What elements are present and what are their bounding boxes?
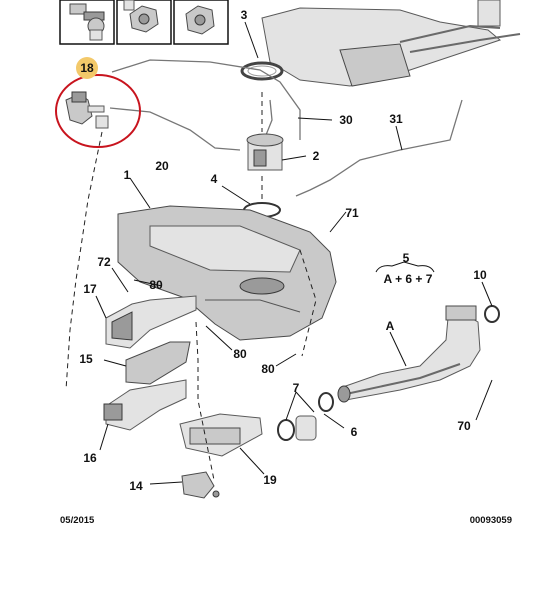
callout-71: 71 [345, 206, 359, 220]
lock-ring-3 [240, 61, 284, 81]
callout-15: 15 [79, 352, 93, 366]
footer-date: 05/2015 [60, 515, 95, 526]
callout-4: 4 [211, 172, 218, 186]
callout-30: 30 [339, 113, 353, 127]
cover-15 [125, 341, 191, 385]
callout-31: 31 [389, 112, 403, 126]
callout-2: 2 [313, 149, 320, 163]
dash-line-left [65, 131, 103, 391]
tank-upper-assembly [261, 0, 521, 87]
callout-5-formula: A + 6 + 7 [384, 272, 433, 286]
callout-70: 70 [457, 419, 471, 433]
callout-19: 19 [263, 473, 277, 487]
callout-6: 6 [351, 425, 358, 439]
callout-80-b: 80 [233, 347, 247, 361]
highlight-circle [55, 74, 141, 148]
callout-80-c: 80 [261, 362, 275, 376]
heat-shield-17 [105, 295, 197, 349]
callout-20: 20 [155, 159, 169, 173]
pipe-31 [295, 99, 463, 197]
clamps-6-7 [277, 392, 334, 441]
badge-18 [76, 57, 98, 79]
dash-line-right [299, 249, 317, 357]
callout-1: 1 [124, 168, 131, 182]
footer-reference: 00093059 [470, 515, 512, 526]
callout-3: 3 [241, 8, 248, 22]
fastener-inset [59, 0, 229, 45]
bracket-14 [181, 471, 220, 499]
callout-10: 10 [473, 268, 487, 282]
callout-14: 14 [129, 479, 143, 493]
dash-line-lower [195, 321, 215, 481]
fuel-pump-module-2 [246, 133, 284, 171]
fuel-line-20-lower [109, 107, 241, 151]
guard-16 [103, 379, 187, 431]
callout-A: A [386, 319, 395, 333]
sensor-part-18 [65, 91, 109, 129]
callout-16: 16 [83, 451, 97, 465]
bolt-icon-1 [69, 3, 105, 41]
pipe-30 [263, 99, 273, 141]
nut-icon-2 [123, 0, 159, 33]
callout-72: 72 [97, 255, 111, 269]
nut-icon-3 [185, 5, 215, 35]
fuel-line-20 [111, 59, 301, 140]
guard-19 [179, 413, 263, 457]
callout-7: 7 [293, 381, 300, 395]
leader-lines [95, 21, 493, 485]
callout-18: 18 [80, 61, 94, 75]
callout-17: 17 [83, 282, 97, 296]
o-ring-10 [484, 305, 500, 323]
fuel-tank-1 [117, 205, 337, 341]
callout-80-a: 80 [149, 278, 163, 292]
callout-5: 5 [403, 251, 410, 265]
filler-neck-A [337, 305, 481, 403]
